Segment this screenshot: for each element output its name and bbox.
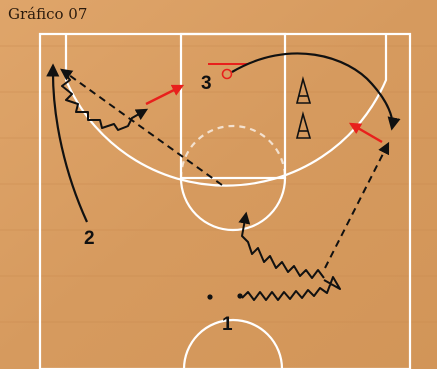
figure-caption: Gráfico 07	[8, 5, 88, 23]
player-1-label: 1	[222, 314, 233, 335]
cone-icon	[295, 75, 312, 104]
red-arrow-to-basket	[145, 84, 185, 106]
red-arrow-from-wing	[348, 122, 383, 144]
dribble-line-to-elbow	[238, 211, 325, 279]
player-2-label: 2	[84, 228, 95, 249]
pass-line-to-corner	[60, 68, 223, 186]
cone-icon	[295, 110, 312, 139]
position-dot	[237, 293, 243, 299]
dribble-line-player-1-to-wing	[241, 276, 341, 301]
position-dot	[207, 294, 213, 300]
basket	[208, 63, 248, 80]
cut-line-player-2	[46, 63, 89, 223]
hoop	[221, 68, 233, 80]
dribble-line-player-2	[61, 71, 149, 131]
player-3-label: 3	[201, 73, 212, 94]
free-throw-lane	[179, 32, 287, 180]
cut-line-player-3	[231, 52, 401, 131]
center-circle	[182, 318, 284, 369]
free-throw-circle	[179, 177, 287, 232]
free-throw-circle-top	[179, 124, 287, 179]
